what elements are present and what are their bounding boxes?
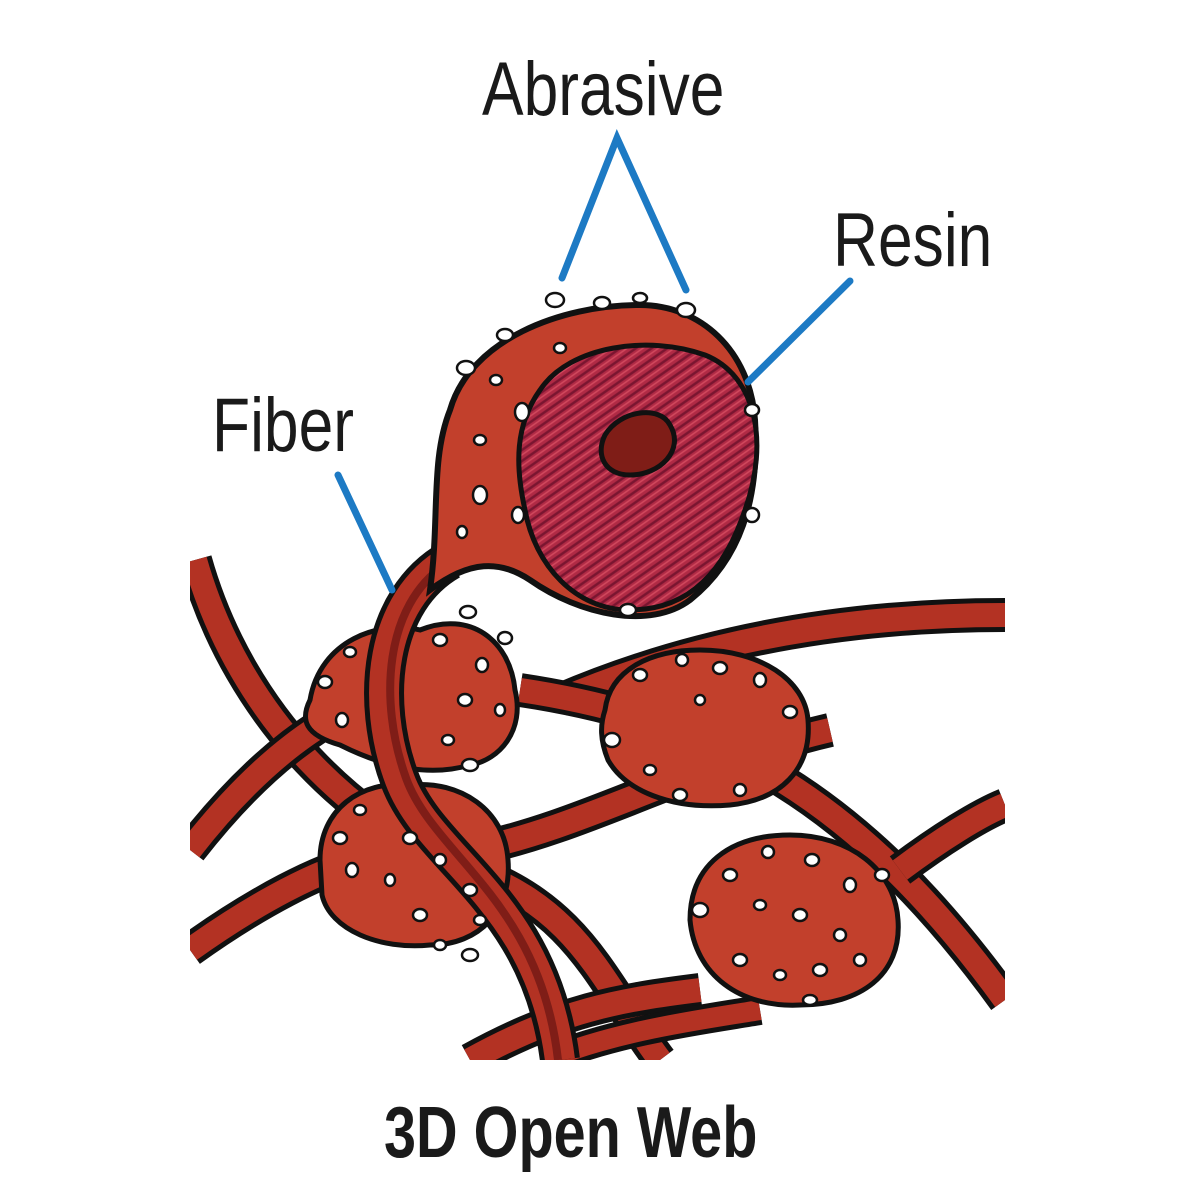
abrasive-grain <box>513 401 531 423</box>
abrasive-grain <box>671 787 689 803</box>
abrasive-grain <box>460 757 480 773</box>
abrasive-grain <box>711 660 729 676</box>
abrasive-grain <box>383 872 397 888</box>
abrasive-grain <box>401 830 419 846</box>
diagram-caption: 3D Open Web <box>384 1093 758 1173</box>
fiber-leader-line <box>334 471 396 594</box>
abrasive-grain <box>455 524 469 540</box>
abrasive-grain <box>334 711 350 729</box>
abrasive-grain <box>352 803 368 817</box>
abrasive-grain <box>752 671 768 689</box>
fiber-label: Fiber <box>212 383 354 468</box>
abrasive-grain <box>460 947 480 963</box>
abrasive-grain <box>690 901 710 919</box>
abrasive-grain <box>432 938 448 952</box>
fiber-web <box>190 542 1005 1060</box>
abrasive-grain <box>342 645 358 659</box>
abrasive-grain <box>602 731 622 749</box>
main-fiber <box>364 542 580 1060</box>
abrasive-grain <box>474 656 490 674</box>
abrasive-grain <box>693 693 707 707</box>
abrasive-grain <box>458 604 478 620</box>
abrasive-grain <box>456 692 474 708</box>
abrasive-grain <box>801 993 819 1007</box>
abrasive-grain <box>431 632 449 648</box>
abrasive-grain <box>432 852 448 868</box>
abrasive-grain <box>495 327 515 343</box>
abrasive-grain <box>493 702 507 718</box>
abrasive-grains <box>316 291 891 1007</box>
abrasive-grain <box>781 704 799 720</box>
abrasive-grain <box>743 506 761 524</box>
abrasive-grain <box>721 867 739 883</box>
abrasive-grain <box>642 763 658 777</box>
abrasive-grain <box>461 882 479 898</box>
fiber-strands <box>190 555 1005 1060</box>
leader-lines <box>334 129 854 594</box>
abrasive-grain <box>440 733 456 747</box>
abrasive-grain <box>731 952 749 968</box>
abrasive-grain <box>743 402 761 418</box>
abrasive-grain <box>510 505 526 525</box>
abrasive-grain <box>732 782 748 798</box>
resin-blob <box>303 621 520 773</box>
abrasive-grain <box>832 927 848 943</box>
abrasive-grain <box>760 844 776 860</box>
abrasive-grain <box>791 907 809 923</box>
abrasive-grain <box>472 913 488 927</box>
resin-label: Resin <box>833 198 993 283</box>
abrasive-grain <box>544 291 566 309</box>
abrasive-grain <box>873 867 891 883</box>
abrasive-grain <box>631 291 649 305</box>
abrasive-grain <box>752 898 768 912</box>
abrasive-grain <box>674 652 690 668</box>
fiber-core-cross-section <box>598 410 677 478</box>
resin-globule <box>426 301 760 620</box>
abrasive-grain <box>803 852 821 868</box>
fiber-strand-fill <box>892 793 1005 880</box>
abrasive-grain <box>496 630 514 646</box>
abrasive-grain <box>411 907 429 923</box>
abrasive-label: Abrasive <box>482 47 725 132</box>
fiber-strand-fill <box>464 978 702 1060</box>
abrasive-grain <box>842 876 858 894</box>
abrasive-grain <box>675 301 697 319</box>
abrasive-grain <box>316 674 334 690</box>
abrasive-grain <box>631 667 649 683</box>
abrasive-grain <box>472 433 488 447</box>
abrasive-grain <box>488 373 504 387</box>
resin-leader-line <box>744 277 854 386</box>
abrasive-grain <box>592 295 612 311</box>
abrasive-grain <box>852 952 868 968</box>
resin-blob <box>317 781 511 949</box>
abrasive-grain <box>455 359 477 377</box>
abrasive-leader-line <box>558 129 690 294</box>
resin-cross-section <box>516 342 760 613</box>
abrasive-grain <box>471 484 489 506</box>
abrasive-grain <box>331 830 349 846</box>
abrasive-grain <box>552 341 568 355</box>
abrasive-grain <box>772 968 788 982</box>
abrasive-grain <box>344 861 360 879</box>
abrasive-grain <box>811 962 829 978</box>
abrasive-grain <box>618 602 638 618</box>
